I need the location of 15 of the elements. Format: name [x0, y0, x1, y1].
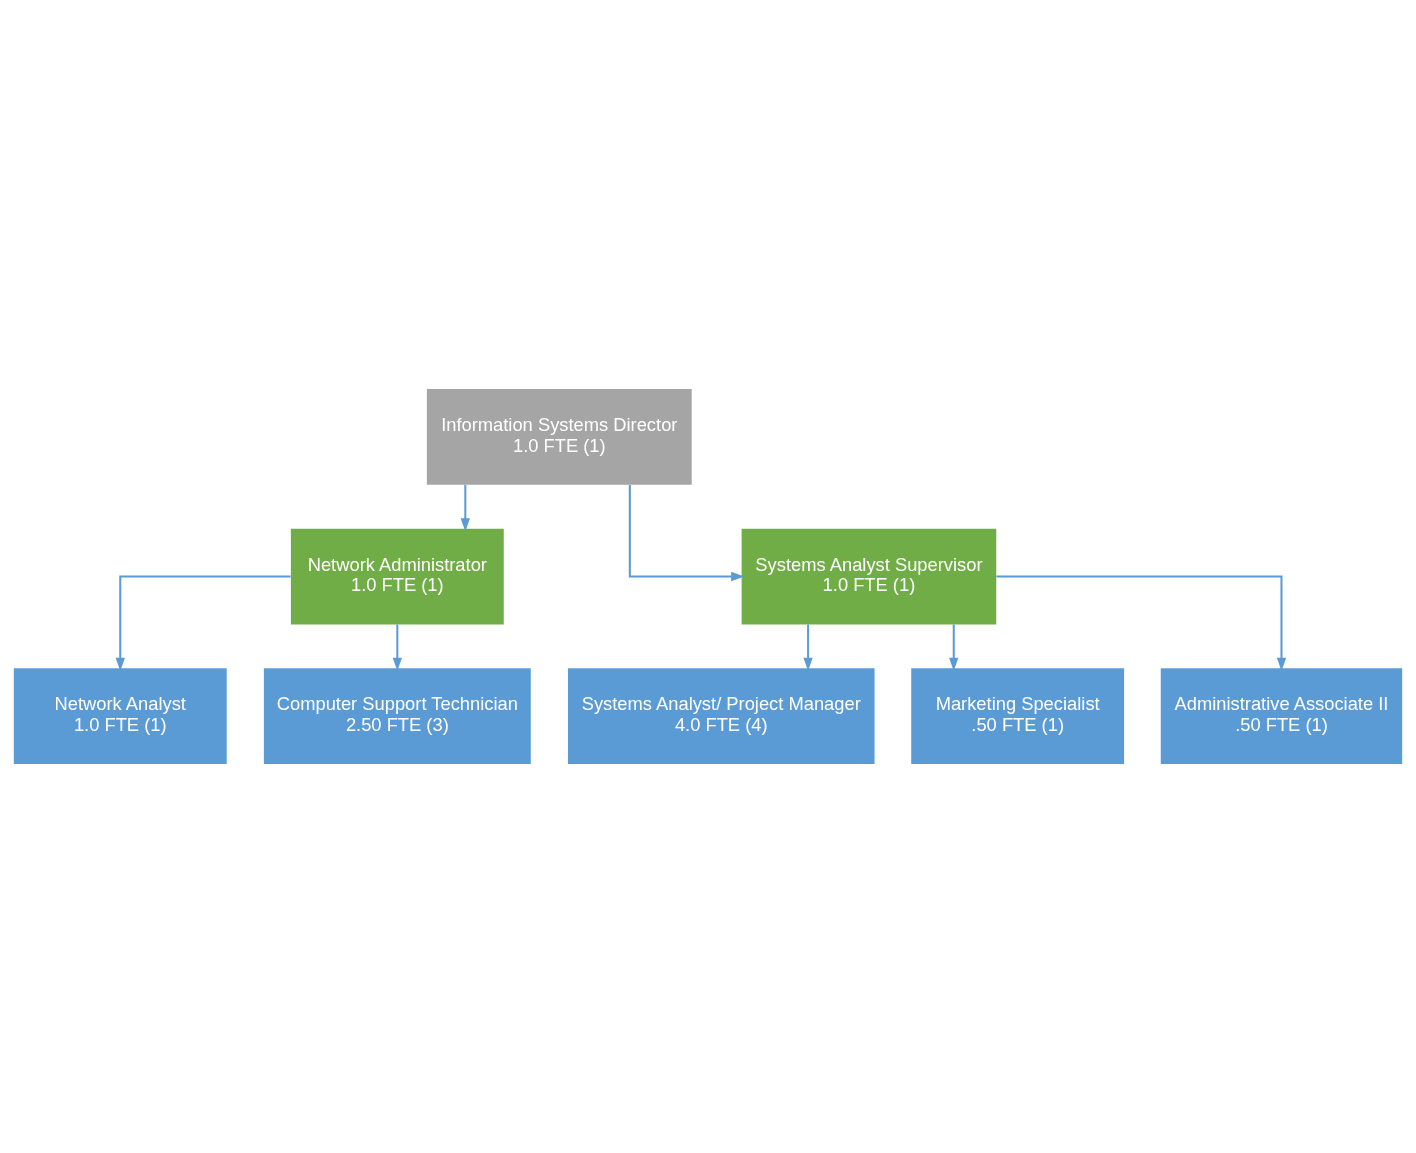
node-box: Information Systems Director 1.0 FTE (1)	[426, 389, 692, 485]
node-box: Systems Analyst/ Project Manager 4.0 FTE (4)	[567, 668, 875, 764]
arrow	[949, 624, 959, 672]
node-box: Systems Analyst Supervisor 1.0 FTE (1)	[741, 528, 997, 625]
node-box: Network Administrator 1.0 FTE (1)	[290, 528, 504, 625]
arrow	[460, 485, 470, 532]
node-box: Computer Support Technician 2.50 FTE (3)	[263, 668, 531, 764]
arrow	[628, 485, 745, 582]
node-box: Network Analyst 1.0 FTE (1)	[13, 668, 227, 764]
arrow	[115, 575, 291, 672]
node-box: Marketing Specialist .50 FTE (1)	[911, 668, 1125, 764]
arrow	[803, 624, 813, 672]
arrow	[392, 624, 402, 672]
arrow	[996, 575, 1287, 672]
node-box: Administrative Associate II .50 FTE (1)	[1160, 668, 1403, 764]
